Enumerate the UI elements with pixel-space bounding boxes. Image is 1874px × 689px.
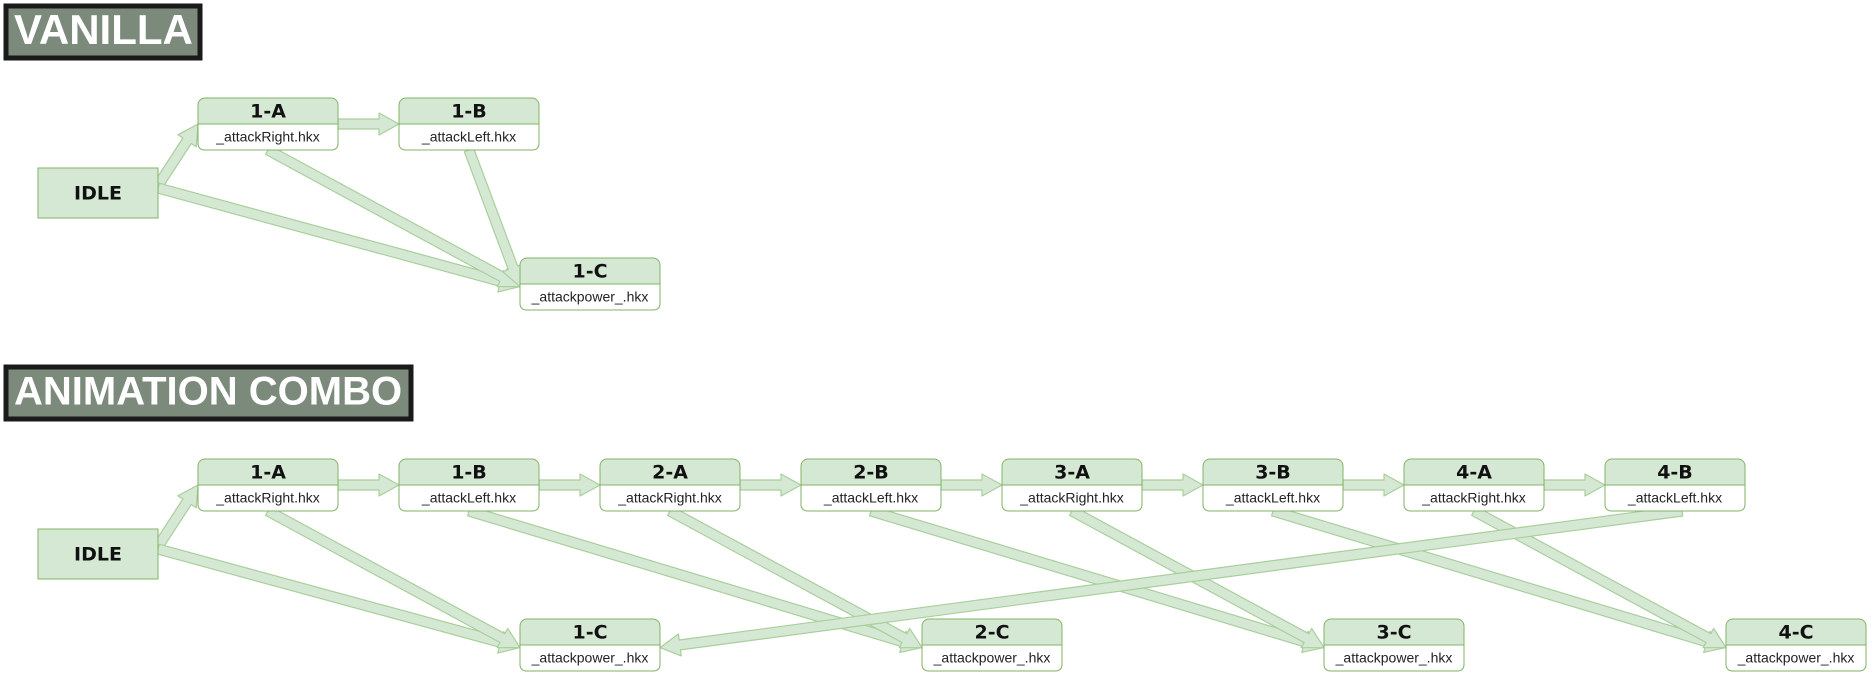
section-title-text: VANILLA xyxy=(14,6,193,53)
node-file-area xyxy=(599,484,741,512)
nodes-combo: IDLE 1-A _attackRight.hkx 1-B _attackLeft.hk… xyxy=(37,458,1867,672)
node-3c: 3-C _attackpower_.hkx xyxy=(1323,618,1465,672)
node-filename: _attackRight.hkx xyxy=(215,490,320,506)
node-label: 1-C xyxy=(572,622,607,644)
arrow-2a-to-2c xyxy=(666,506,923,649)
node-file-area xyxy=(398,484,540,512)
arrow-idle-to-1a xyxy=(153,484,199,550)
section-title-box xyxy=(3,3,203,61)
node-file-area xyxy=(398,123,540,151)
arrow-1a-to-1b xyxy=(337,112,400,136)
node-filename: _attackpower_.hkx xyxy=(933,650,1051,666)
node-file-area xyxy=(921,644,1063,672)
node-label: 4-C xyxy=(1778,622,1813,644)
node-filename: _attackLeft.hkx xyxy=(421,490,516,506)
arrow-2a-to-2b xyxy=(739,473,802,497)
node-filename: _attackLeft.hkx xyxy=(1627,490,1722,506)
node-label: 1-B xyxy=(451,462,487,484)
arrow-1a-to-1c xyxy=(265,145,521,288)
node-label: 2-A xyxy=(652,462,688,484)
node-idle: IDLE xyxy=(37,528,159,580)
node-file-area xyxy=(1403,484,1545,512)
node-4a: 4-A _attackRight.hkx xyxy=(1403,458,1545,512)
node-label: 3-B xyxy=(1255,462,1291,484)
node-filename: _attackRight.hkx xyxy=(1421,490,1526,506)
node-label: 3-C xyxy=(1376,622,1411,644)
node-file-area xyxy=(197,484,339,512)
node-file-area xyxy=(1001,484,1143,512)
idle-label: IDLE xyxy=(74,544,122,566)
node-label: 2-C xyxy=(974,622,1009,644)
node-label: 1-A xyxy=(250,101,286,123)
arrow-4a-to-4b xyxy=(1543,473,1606,497)
node-label: 4-B xyxy=(1657,462,1693,484)
arrow-1a-to-1b xyxy=(337,473,400,497)
arrow-idle-to-1c xyxy=(156,182,521,293)
section-title-text: ANIMATION COMBO xyxy=(14,370,402,414)
section-title-box xyxy=(3,364,414,422)
node-4b: 4-B _attackLeft.hkx xyxy=(1604,458,1746,512)
arrow-1a-to-1c xyxy=(265,506,521,649)
node-2b: 2-B _attackLeft.hkx xyxy=(800,458,942,512)
node-filename: _attackLeft.hkx xyxy=(823,490,918,506)
section-title-combo: ANIMATION COMBO xyxy=(3,364,414,422)
node-filename: _attackLeft.hkx xyxy=(1225,490,1320,506)
node-label: 4-A xyxy=(1456,462,1492,484)
node-filename: _attackLeft.hkx xyxy=(421,129,516,145)
node-label: 1-A xyxy=(250,462,286,484)
node-file-area xyxy=(1202,484,1344,512)
node-filename: _attackpower_.hkx xyxy=(531,289,649,305)
node-file-area xyxy=(197,123,339,151)
edges-combo xyxy=(153,473,1727,657)
node-file-area xyxy=(519,283,661,311)
node-filename: _attackRight.hkx xyxy=(1019,490,1124,506)
idle-box xyxy=(37,167,159,219)
node-1b: 1-B _attackLeft.hkx xyxy=(398,458,540,512)
node-filename: _attackRight.hkx xyxy=(617,490,722,506)
node-2c: 2-C _attackpower_.hkx xyxy=(921,618,1063,672)
node-3a: 3-A _attackRight.hkx xyxy=(1001,458,1143,512)
arrow-4b-to-1c xyxy=(659,505,1684,657)
node-label: 1-C xyxy=(572,261,607,283)
node-label: 2-B xyxy=(853,462,889,484)
node-1b: 1-B _attackLeft.hkx xyxy=(398,97,540,151)
node-1c: 1-C _attackpower_.hkx xyxy=(519,618,661,672)
node-file-area xyxy=(1323,644,1465,672)
arrow-1b-to-2a xyxy=(538,473,601,497)
node-3b: 3-B _attackLeft.hkx xyxy=(1202,458,1344,512)
node-1c: 1-C _attackpower_.hkx xyxy=(519,257,661,311)
node-filename: _attackpower_.hkx xyxy=(531,650,649,666)
node-4c: 4-C _attackpower_.hkx xyxy=(1725,618,1867,672)
node-label: 3-A xyxy=(1054,462,1090,484)
node-label: 1-B xyxy=(451,101,487,123)
node-idle: IDLE xyxy=(37,167,159,219)
arrow-2b-to-3a xyxy=(940,473,1003,497)
node-filename: _attackpower_.hkx xyxy=(1335,650,1453,666)
node-file-area xyxy=(1725,644,1867,672)
node-1a: 1-A _attackRight.hkx xyxy=(197,97,339,151)
arrow-3a-to-3b xyxy=(1141,473,1204,497)
idle-box xyxy=(37,528,159,580)
node-file-area xyxy=(1604,484,1746,512)
node-1a: 1-A _attackRight.hkx xyxy=(197,458,339,512)
arrow-3b-to-4a xyxy=(1342,473,1405,497)
node-filename: _attackRight.hkx xyxy=(215,129,320,145)
nodes-vanilla: IDLE 1-A _attackRight.hkx 1-B _attackLeft.hk… xyxy=(37,97,661,311)
node-2a: 2-A _attackRight.hkx xyxy=(599,458,741,512)
node-filename: _attackpower_.hkx xyxy=(1737,650,1855,666)
edges-vanilla xyxy=(153,112,524,293)
node-file-area xyxy=(519,644,661,672)
arrow-idle-to-1c xyxy=(156,543,521,654)
section-title-vanilla: VANILLA xyxy=(3,3,203,61)
idle-label: IDLE xyxy=(74,183,122,205)
node-file-area xyxy=(800,484,942,512)
arrow-idle-to-1a xyxy=(153,123,199,189)
